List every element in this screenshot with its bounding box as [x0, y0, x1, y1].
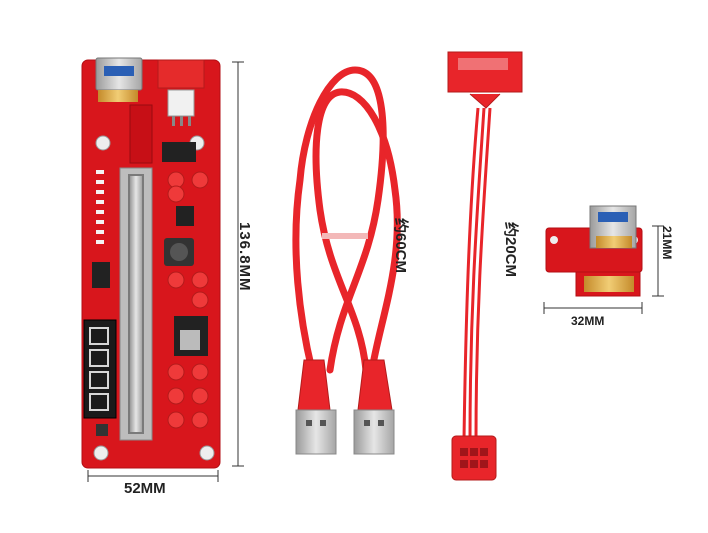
riser-board [81, 57, 221, 469]
dimension-usb-cable-length: 约60CM [392, 218, 409, 274]
chip [162, 142, 196, 162]
dim-lines-adapter [543, 225, 664, 314]
dimension-adapter-height: 21MM [660, 226, 674, 260]
usb-plugs [295, 359, 395, 455]
voltage-display [83, 319, 117, 419]
dim-lines-board [87, 61, 244, 482]
dimension-power-cable-length: 约20CM [502, 222, 519, 278]
push-button [96, 424, 108, 436]
power-connector [157, 59, 205, 89]
pcie-x1-adapter [545, 205, 643, 297]
chip [92, 262, 110, 288]
usb-cable [292, 66, 401, 374]
dimension-adapter-width: 32MM [571, 314, 605, 328]
power-cable [447, 51, 523, 481]
led-column [96, 170, 104, 244]
dimension-board-height: 136.8MM [236, 222, 253, 292]
capacitors [167, 171, 209, 429]
mounting-holes [93, 135, 215, 461]
chip [176, 206, 194, 226]
dimension-board-width: 52MM [124, 480, 166, 497]
